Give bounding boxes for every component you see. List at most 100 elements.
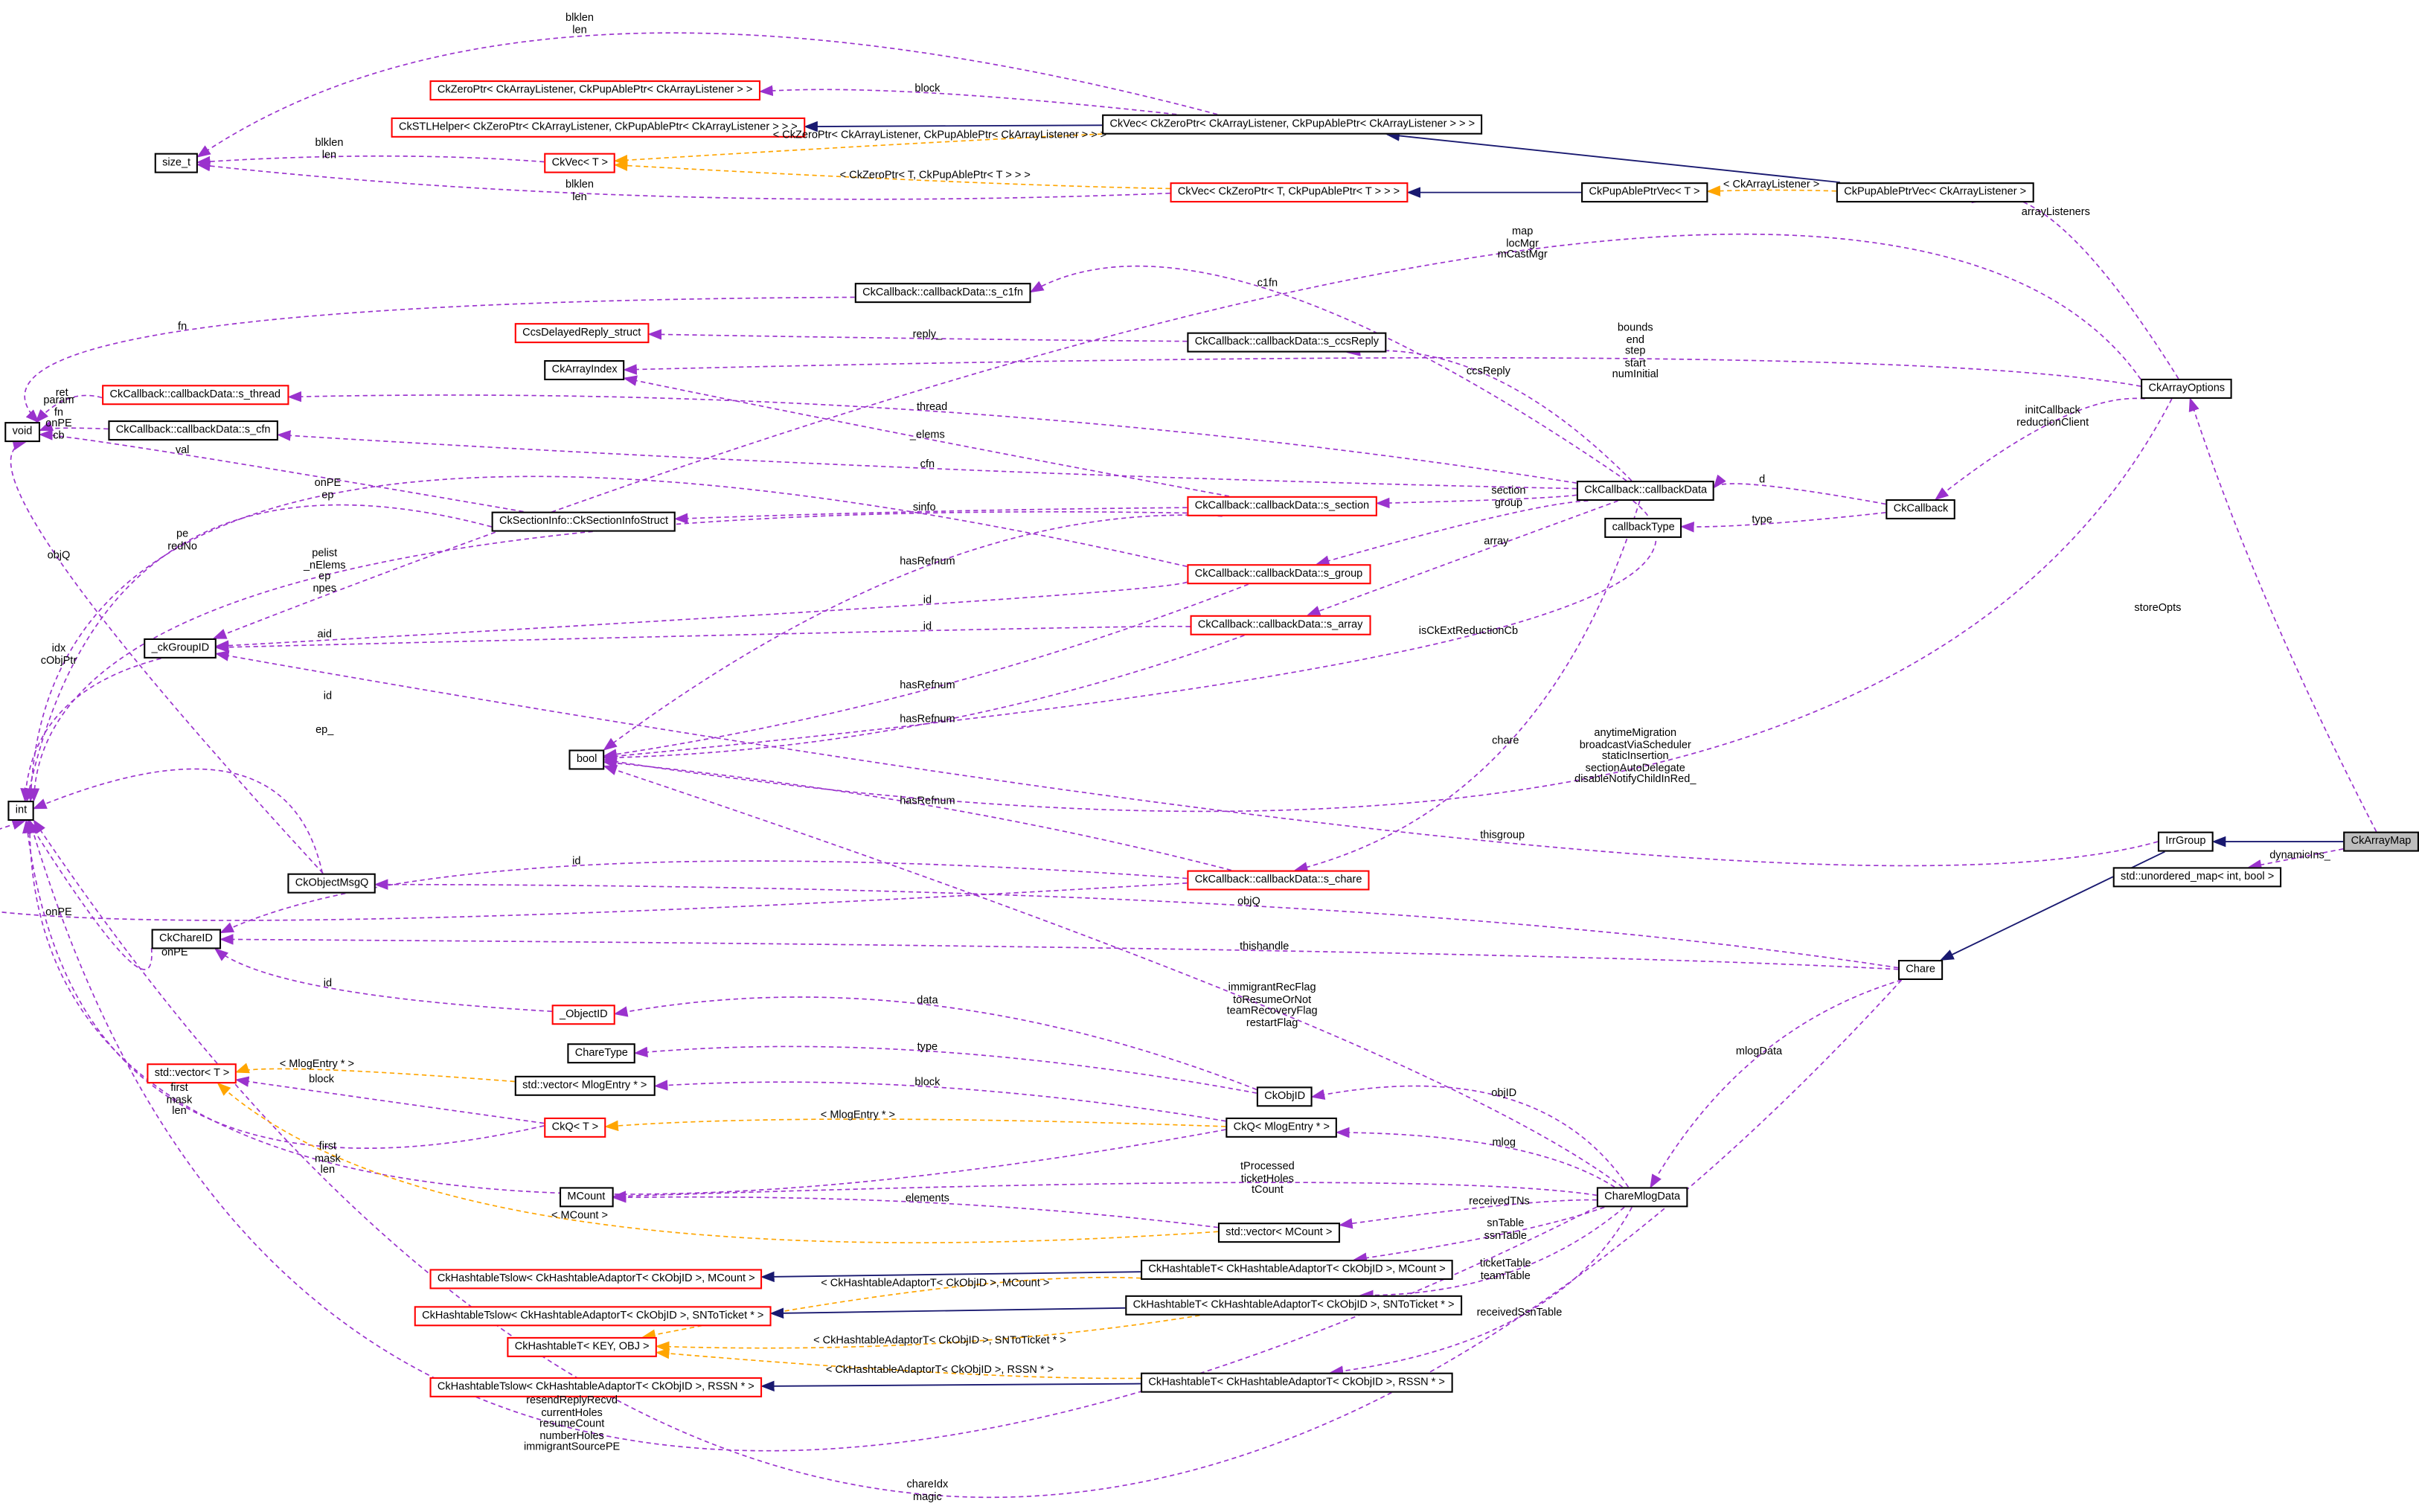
edge-label: receivedTNs: [1469, 1197, 1530, 1208]
edge-label: pe redNo: [167, 529, 197, 552]
class-node-bool[interactable]: bool: [568, 749, 605, 770]
class-node-void[interactable]: void: [4, 422, 40, 443]
class-node-htslow_snto[interactable]: CkHashtableTslow< CkHashtableAdaptorT< C…: [414, 1306, 772, 1327]
edge-ckobjectmsgq-to-void: [10, 439, 324, 874]
edge-label: < CkHashtableAdaptorT< CkObjID >, MCount…: [821, 1278, 1050, 1290]
edge-label: < MlogEntry * >: [279, 1059, 354, 1070]
edge-label: thishandle: [1240, 941, 1289, 953]
edge-ckobjectmsgq-to-int: [32, 768, 324, 874]
class-node-ckobjid[interactable]: CkObjID: [1256, 1086, 1313, 1107]
class-node-s_section[interactable]: CkCallback::callbackData::s_section: [1187, 496, 1377, 516]
edge-charemlogdata-to-int: [28, 819, 1598, 1452]
class-node-s_ccsreply[interactable]: CkCallback::callbackData::s_ccsReply: [1187, 332, 1387, 353]
class-node-ht_snto[interactable]: CkHashtableT< CkHashtableAdaptorT< CkObj…: [1125, 1295, 1462, 1316]
class-node-irrgroup[interactable]: IrrGroup: [2157, 831, 2214, 852]
edge-ckcallback-to-callbackdata: [1713, 474, 1886, 505]
edge-label: data: [917, 996, 938, 1007]
edge-s_chare-to-bool: [603, 757, 1231, 871]
class-node-s_group[interactable]: CkCallback::callbackData::s_group: [1187, 564, 1371, 585]
class-node-objectid[interactable]: _ObjectID: [551, 1005, 616, 1025]
class-node-ht_rssn[interactable]: CkHashtableT< CkHashtableAdaptorT< CkObj…: [1141, 1372, 1453, 1393]
class-node-pupableptrvec_listener[interactable]: CkPupAblePtrVec< CkArrayListener >: [1836, 182, 2034, 203]
class-node-callbackdata[interactable]: CkCallback::callbackData: [1576, 481, 1715, 502]
class-node-ht_mcount[interactable]: CkHashtableT< CkHashtableAdaptorT< CkObj…: [1141, 1259, 1454, 1281]
class-node-ckvec_t[interactable]: CkVec< T >: [544, 153, 616, 173]
class-node-stdvector_t[interactable]: std::vector< T >: [147, 1063, 237, 1084]
edge-charemlogdata-to-ht_mcount: [1353, 1206, 1605, 1263]
edge-label: id: [923, 621, 932, 633]
edge-label: mlog: [1492, 1138, 1516, 1149]
edge-ht_mcount-to-htslow_mcount: [760, 1271, 1141, 1283]
edge-ckchareid-to-int: [27, 819, 153, 970]
class-node-htslow_rssn[interactable]: CkHashtableTslow< CkHashtableAdaptorT< C…: [429, 1377, 763, 1397]
edge-label: < MlogEntry * >: [820, 1109, 896, 1121]
class-node-ckcallback[interactable]: CkCallback: [1885, 499, 1956, 519]
class-node-ckq_t[interactable]: CkQ< T >: [544, 1117, 606, 1138]
class-node-ckarraymap[interactable]: CkArrayMap: [2343, 831, 2419, 852]
class-node-sectioninfostruct[interactable]: CkSectionInfo::CkSectionInfoStruct: [491, 511, 676, 532]
edge-label: mlogData: [1735, 1046, 1783, 1058]
edge-ckvec_zeroptr_t-to-size_t: [196, 160, 1170, 200]
class-node-unordered_map[interactable]: std::unordered_map< int, bool >: [2112, 867, 2282, 888]
class-node-size_t[interactable]: size_t: [154, 153, 199, 173]
class-node-htslow_mcount[interactable]: CkHashtableTslow< CkHashtableAdaptorT< C…: [429, 1269, 763, 1290]
class-node-ckchareid[interactable]: CkChareID: [151, 929, 221, 949]
edge-ckq_t-to-stdvector_t: [234, 1076, 545, 1124]
edge-label: block: [914, 1077, 941, 1089]
class-node-s_c1fn[interactable]: CkCallback::callbackData::s_c1fn: [854, 283, 1031, 304]
edge-s_array-to-ckgroupid: [214, 625, 1191, 653]
edge-label: snTable ssnTable: [1484, 1218, 1527, 1242]
edge-ckarrayoptions-to-pupableptrvec_listener: [1971, 191, 2179, 379]
class-node-ht_keyobj[interactable]: CkHashtableT< KEY, OBJ >: [507, 1336, 657, 1357]
edge-charemlogdata-to-ht_rssn: [1329, 1206, 1633, 1377]
edge-label: chareIdx magic: [906, 1479, 949, 1503]
edge-ckq_mlogentry-to-ckq_t: [604, 1118, 1226, 1132]
edge-label: blklen len: [315, 138, 344, 161]
edge-pupableptrvec_listener-to-pupableptrvec_t: [1706, 185, 1836, 196]
edge-label: chare: [1492, 736, 1519, 747]
edge-ht_rssn-to-ht_keyobj: [655, 1348, 1141, 1380]
edge-label: sinfo: [912, 502, 936, 514]
class-node-ckq_mlogentry[interactable]: CkQ< MlogEntry * >: [1225, 1117, 1338, 1138]
class-node-charetype[interactable]: ChareType: [567, 1043, 636, 1064]
class-node-stdvector_mcount[interactable]: std::vector< MCount >: [1217, 1223, 1340, 1243]
edge-charemlogdata-to-bool: [603, 765, 1624, 1188]
edge-label: map locMgr mCastMgr: [1497, 226, 1548, 261]
class-node-callbacktype[interactable]: callbackType: [1604, 517, 1683, 538]
edge-label: hasRefnum: [900, 796, 955, 807]
edge-label: receivedSsnTable: [1476, 1307, 1563, 1319]
class-node-s_chare[interactable]: CkCallback::callbackData::s_chare: [1187, 870, 1370, 891]
edge-s_array-to-bool: [603, 634, 1245, 763]
class-node-int[interactable]: int: [7, 801, 35, 821]
class-node-ckarrayindex[interactable]: CkArrayIndex: [544, 360, 626, 381]
edge-s_thread-to-void: [35, 394, 103, 423]
class-node-s_thread[interactable]: CkCallback::callbackData::s_thread: [102, 385, 289, 406]
edge-label: reply_: [912, 329, 943, 341]
edge-charemlogdata-to-mcount: [612, 1182, 1597, 1202]
edge-s_c1fn-to-void: [24, 296, 855, 423]
class-node-charemlogdata[interactable]: ChareMlogData: [1596, 1187, 1688, 1208]
edge-label: blklen len: [565, 179, 594, 203]
class-node-s_array[interactable]: CkCallback::callbackData::s_array: [1190, 615, 1371, 635]
class-node-stlhelper[interactable]: CkSTLHelper< CkZeroPtr< CkArrayListener,…: [391, 117, 806, 138]
edge-label: anytimeMigration broadcastViaScheduler s…: [1574, 728, 1696, 787]
class-node-s_cfn[interactable]: CkCallback::callbackData::s_cfn: [108, 420, 278, 441]
class-node-ckvec_zeroptr_t[interactable]: CkVec< CkZeroPtr< T, CkPupAblePtr< T > >…: [1170, 182, 1408, 203]
class-node-stdvector_mlogentry[interactable]: std::vector< MlogEntry * >: [514, 1075, 655, 1096]
edge-callbackdata-to-s_c1fn: [1029, 265, 1627, 481]
class-node-ckgroupid[interactable]: _ckGroupID: [144, 638, 217, 659]
class-node-pupableptrvec_t[interactable]: CkPupAblePtrVec< T >: [1581, 182, 1708, 203]
edge-label: thisgroup: [1480, 830, 1525, 842]
class-node-ccsdelayed[interactable]: CcsDelayedReply_struct: [514, 323, 649, 344]
class-node-zeroptr_listener[interactable]: CkZeroPtr< CkArrayListener, CkPupAblePtr…: [429, 80, 760, 101]
edge-label: initCallback reductionClient: [2016, 406, 2089, 429]
class-node-mcount[interactable]: MCount: [559, 1187, 613, 1208]
class-node-ckobjectmsgq[interactable]: CkObjectMsgQ: [287, 873, 377, 894]
class-node-ckarrayoptions[interactable]: CkArrayOptions: [2141, 378, 2233, 399]
edge-label: arrayListeners: [2021, 207, 2090, 219]
edge-label: ccsReply: [1466, 366, 1510, 378]
class-node-ckvec_zeroptr_listener[interactable]: CkVec< CkZeroPtr< CkArrayListener, CkPup…: [1102, 114, 1483, 135]
class-node-chare[interactable]: Chare: [1897, 960, 1944, 981]
